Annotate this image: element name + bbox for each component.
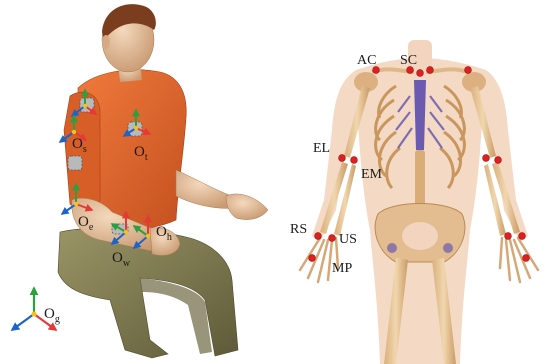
- marker-em-right: [495, 157, 502, 164]
- marker-us-left: [329, 235, 336, 242]
- label-oe-sub: e: [89, 222, 94, 233]
- label-ot-base: O: [134, 144, 145, 160]
- marker-sc-3: [427, 67, 434, 74]
- marker-rs-right: [505, 233, 512, 240]
- skeleton-figure: [300, 40, 538, 364]
- marker-us-right: [519, 233, 526, 240]
- marker-el-left: [339, 155, 346, 162]
- manikin-far-hand: [226, 194, 268, 220]
- label-ow-base: O: [112, 250, 123, 266]
- label-ot-sub: t: [145, 152, 148, 163]
- manikin-figure: [58, 4, 268, 358]
- label-oh-base: O: [156, 224, 167, 240]
- label-ow-sub: w: [123, 258, 131, 269]
- sternum: [414, 80, 426, 150]
- landmark-label-mp: MP: [332, 261, 352, 276]
- landmark-label-rs: RS: [290, 222, 307, 237]
- landmark-label-ac: AC: [357, 53, 376, 68]
- sensor-patch-upper-arm: [68, 156, 82, 170]
- marker-el-right: [483, 155, 490, 162]
- label-oh-sub: h: [167, 232, 172, 243]
- manikin-ear: [102, 35, 110, 49]
- label-os-sub: s: [83, 144, 87, 155]
- label-os-base: O: [72, 136, 83, 152]
- hip-joint-right: [443, 243, 453, 253]
- landmark-label-us: US: [339, 232, 357, 247]
- marker-mp-right: [523, 255, 530, 262]
- marker-mp-left: [309, 255, 316, 262]
- marker-rs-left: [315, 233, 322, 240]
- landmark-label-sc: SC: [400, 53, 417, 68]
- hip-joint-left: [387, 243, 397, 253]
- label-oe-base: O: [78, 214, 89, 230]
- marker-sc-2: [417, 70, 424, 77]
- pelvis-inlet: [402, 222, 438, 250]
- label-og-base: O: [44, 306, 55, 322]
- landmark-label-em: EM: [361, 167, 383, 182]
- marker-ac-right: [465, 67, 472, 74]
- marker-em-left: [351, 157, 358, 164]
- landmark-label-el: EL: [313, 141, 330, 156]
- hand-right: [500, 238, 538, 282]
- label-og-sub: g: [55, 314, 60, 325]
